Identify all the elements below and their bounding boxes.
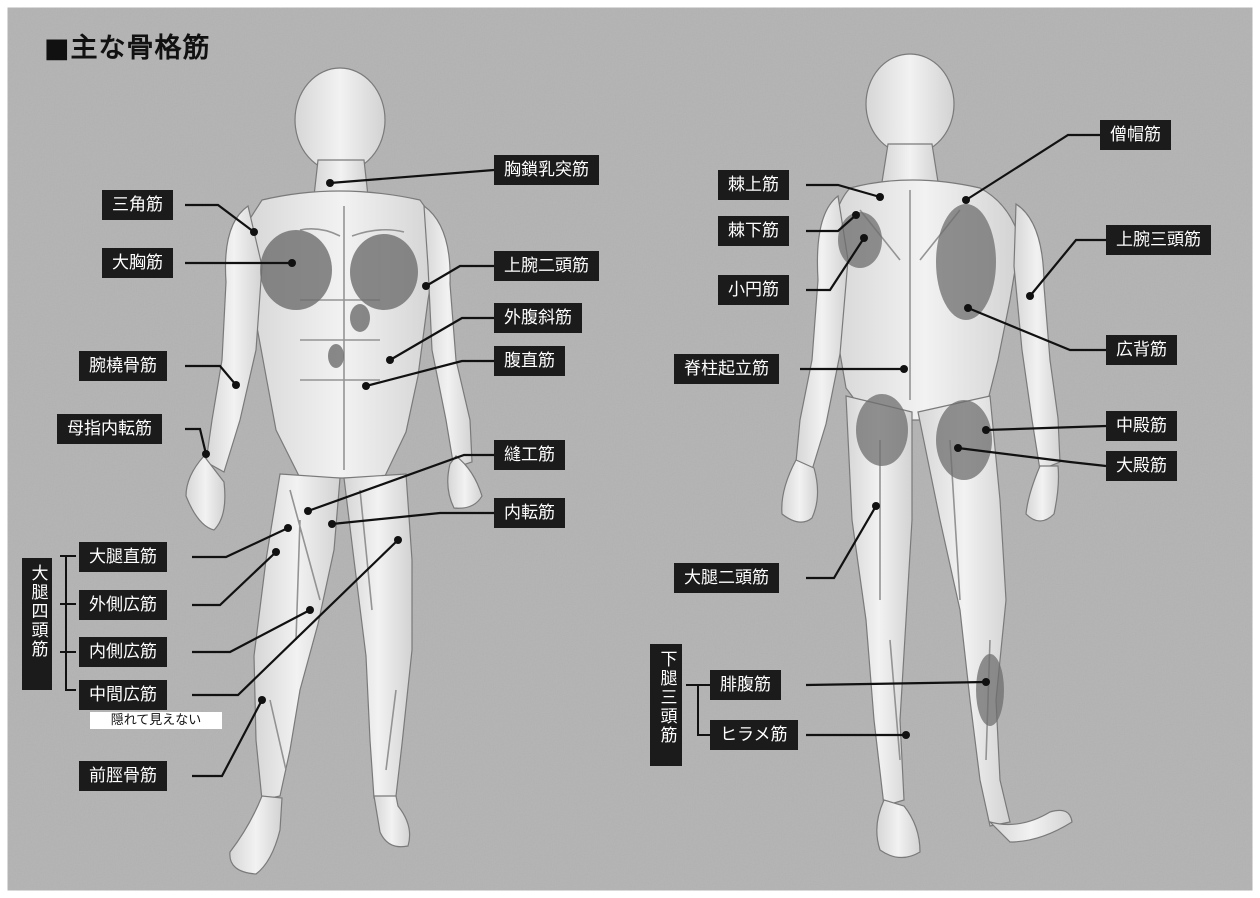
hidden-note: 隠れて見えない (90, 712, 222, 729)
label-biceps: 上腕二頭筋 (494, 251, 599, 281)
label-quadriceps-group: 大腿四頭筋 (22, 558, 52, 690)
label-rectus-femoris: 大腿直筋 (79, 542, 167, 572)
label-supraspinatus: 棘上筋 (718, 170, 789, 200)
label-tibialis-anterior: 前脛骨筋 (79, 761, 167, 791)
diagram-title: ■主な骨格筋 (44, 26, 211, 65)
label-gluteus-maximus: 大殿筋 (1106, 451, 1177, 481)
label-sternocleidomastoid: 胸鎖乳突筋 (494, 155, 599, 185)
label-gluteus-medius: 中殿筋 (1106, 411, 1177, 441)
label-sartorius: 縫工筋 (494, 440, 565, 470)
label-pectoralis-major: 大胸筋 (102, 248, 173, 278)
label-trapezius: 僧帽筋 (1100, 120, 1171, 150)
label-adductor-pollicis: 母指内転筋 (57, 414, 162, 444)
label-external-oblique: 外腹斜筋 (494, 303, 582, 333)
label-vastus-lateralis: 外側広筋 (79, 590, 167, 620)
label-adductor: 内転筋 (494, 498, 565, 528)
label-triceps-surae-group: 下腿三頭筋 (650, 644, 682, 766)
label-triceps: 上腕三頭筋 (1106, 225, 1211, 255)
label-vastus-medialis: 内側広筋 (79, 637, 167, 667)
label-deltoid: 三角筋 (102, 190, 173, 220)
label-soleus: ヒラメ筋 (710, 720, 798, 750)
label-quadriceps-text: 大腿四頭筋 (27, 564, 48, 659)
label-gastrocnemius: 腓腹筋 (710, 670, 781, 700)
label-erector-spinae: 脊柱起立筋 (674, 354, 779, 384)
label-biceps-femoris: 大腿二頭筋 (674, 563, 779, 593)
label-vastus-intermedius: 中間広筋 (79, 680, 167, 710)
label-brachioradialis: 腕橈骨筋 (79, 351, 167, 381)
label-triceps-surae-text: 下腿三頭筋 (656, 650, 677, 745)
label-teres-minor: 小円筋 (718, 275, 789, 305)
label-latissimus-dorsi: 広背筋 (1106, 335, 1177, 365)
label-rectus-abdominis: 腹直筋 (494, 346, 565, 376)
label-infraspinatus: 棘下筋 (718, 216, 789, 246)
